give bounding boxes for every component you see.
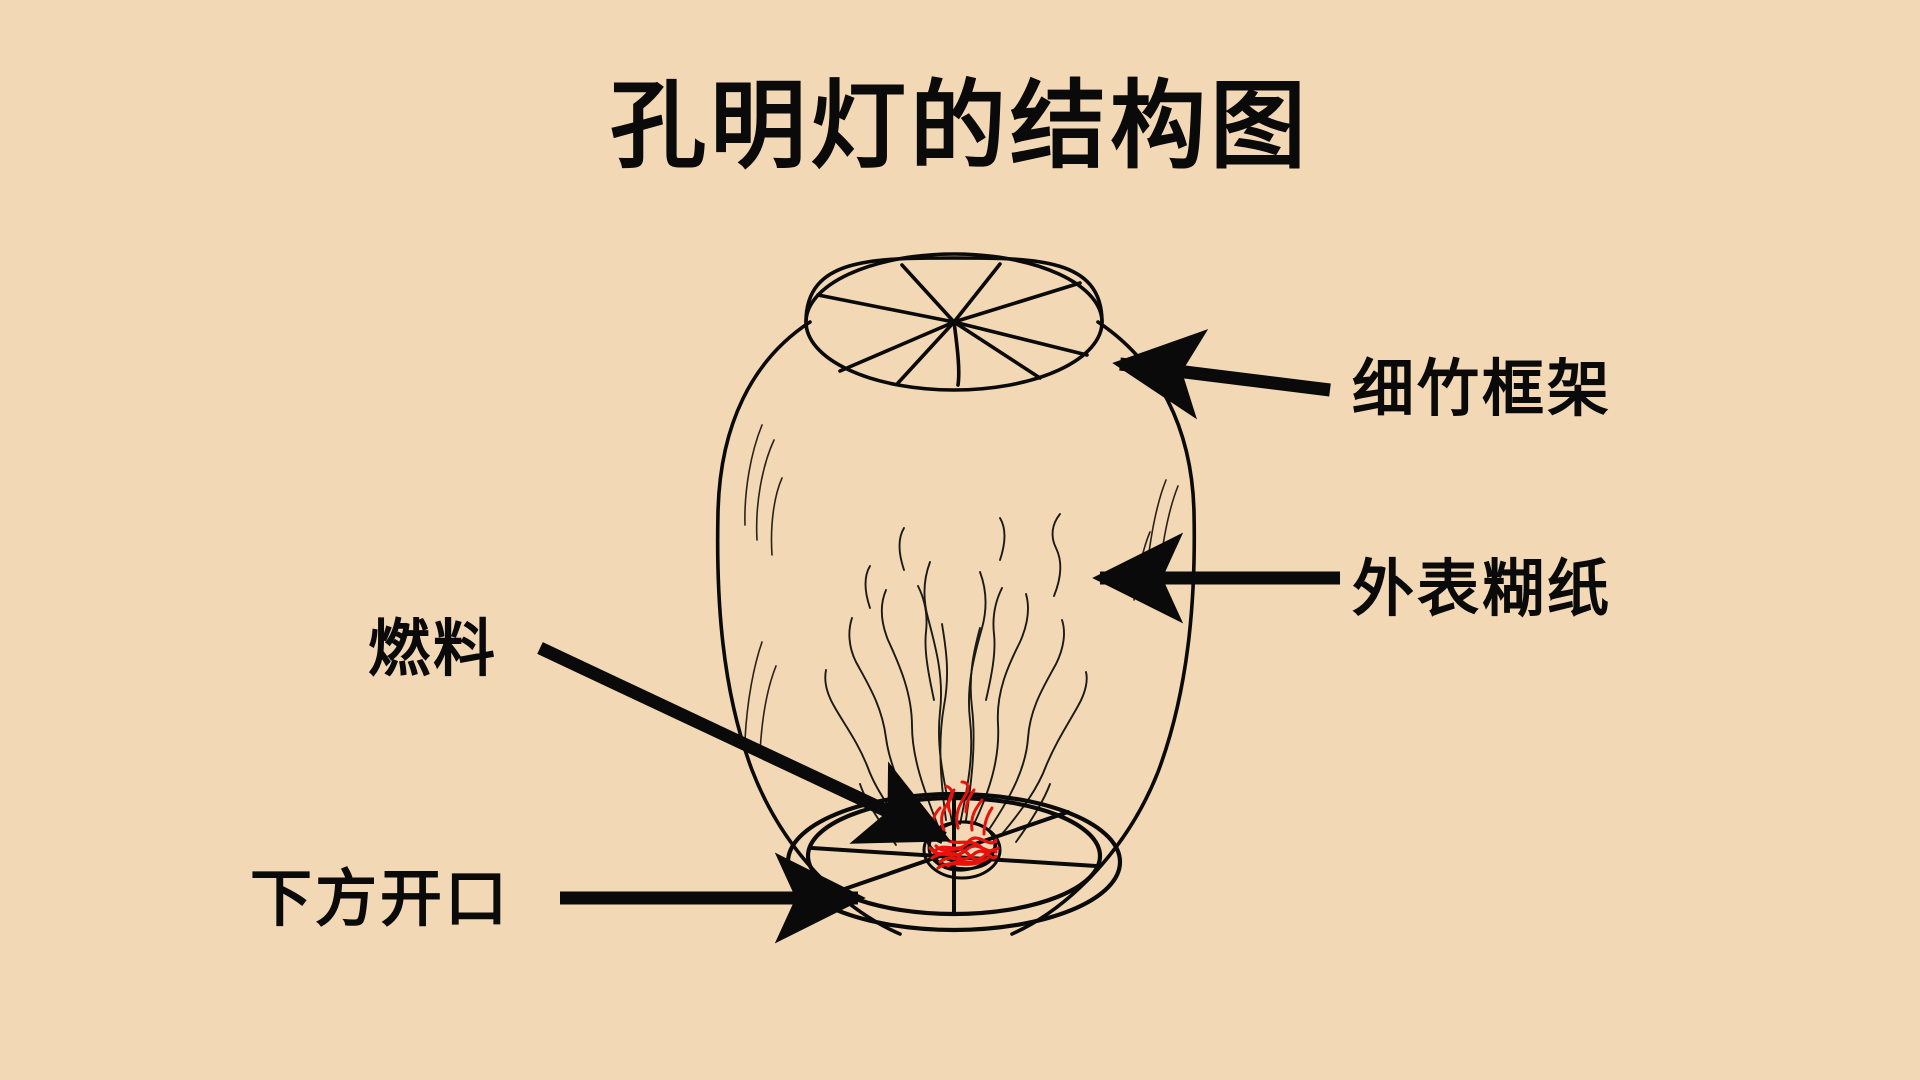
arrow-fuel bbox=[537, 642, 952, 844]
callout-label-opening: 下方开口 bbox=[250, 862, 511, 935]
top-dome-frame bbox=[804, 252, 1104, 392]
arrow-frame bbox=[1112, 329, 1331, 420]
paper-crease-lines bbox=[744, 424, 1179, 753]
page-title: 孔明灯的结构图 bbox=[610, 70, 1310, 182]
callout-label-fuel: 燃料 bbox=[368, 612, 499, 685]
callout-label-frame: 细竹框架 bbox=[1352, 352, 1613, 425]
callout-arrows bbox=[537, 329, 1340, 944]
callout-label-paper: 外表糊纸 bbox=[1352, 552, 1613, 625]
